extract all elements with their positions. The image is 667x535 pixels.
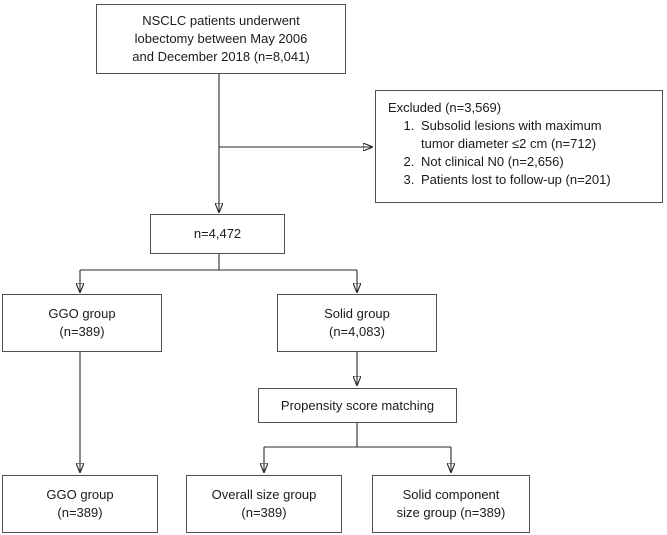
excluded-title: Excluded (n=3,569) bbox=[388, 100, 502, 115]
box-solid-group-text: Solid group (n=4,083) bbox=[324, 306, 390, 339]
box-propensity-matching-text: Propensity score matching bbox=[280, 397, 435, 413]
excluded-item-2: Not clinical N0 (n=2,656) bbox=[418, 153, 611, 171]
box-ggo-group-final-text: GGO group (n=389) bbox=[46, 487, 114, 520]
box-ggo-group-text: GGO group (n=389) bbox=[48, 306, 116, 339]
box-excluded: Excluded (n=3,569) Subsolid lesions with… bbox=[375, 90, 663, 203]
box-initial-cohort-text: NSCLC patients underwent lobectomy betwe… bbox=[132, 13, 310, 64]
box-ggo-group: GGO group (n=389) bbox=[2, 294, 162, 352]
box-eligible-count: n=4,472 bbox=[150, 214, 285, 254]
box-overall-size-group-text: Overall size group (n=389) bbox=[211, 487, 317, 520]
excluded-item-1: Subsolid lesions with maximum tumor diam… bbox=[418, 117, 611, 153]
box-ggo-group-final: GGO group (n=389) bbox=[2, 475, 158, 533]
box-solid-component-size-group-text: Solid component size group (n=389) bbox=[396, 487, 506, 520]
box-eligible-count-text: n=4,472 bbox=[193, 226, 242, 241]
excluded-item-3: Patients lost to follow-up (n=201) bbox=[418, 171, 611, 189]
excluded-list: Subsolid lesions with maximum tumor diam… bbox=[388, 117, 611, 189]
box-solid-component-size-group: Solid component size group (n=389) bbox=[372, 475, 530, 533]
box-initial-cohort: NSCLC patients underwent lobectomy betwe… bbox=[96, 4, 346, 74]
box-solid-group: Solid group (n=4,083) bbox=[277, 294, 437, 352]
box-propensity-matching: Propensity score matching bbox=[258, 388, 457, 423]
box-overall-size-group: Overall size group (n=389) bbox=[186, 475, 342, 533]
